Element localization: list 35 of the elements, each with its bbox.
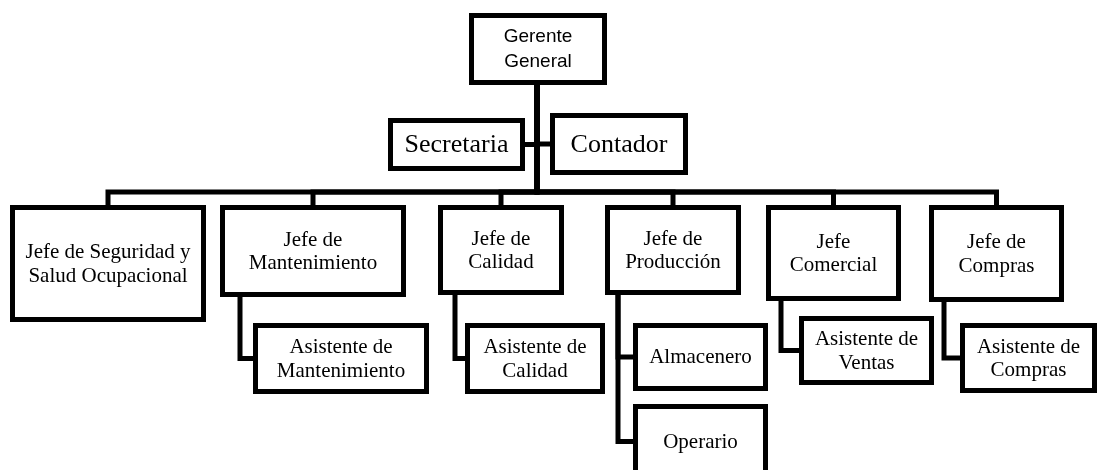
- connector-line: [452, 295, 465, 361]
- position-title: Asistente de Calidad: [482, 335, 588, 382]
- position-box: [465, 323, 605, 394]
- position-box: [960, 323, 1097, 393]
- position-title: Secretaria: [403, 130, 510, 159]
- position-box: [469, 13, 607, 85]
- position-title: Operario: [662, 429, 739, 454]
- position-title: Jefe de Calidad: [467, 226, 535, 274]
- position-title: Asistente de Ventas: [813, 327, 920, 374]
- position-title: Jefe de Compras: [957, 230, 1036, 277]
- connector-line: [615, 295, 633, 444]
- position-box: [605, 205, 741, 295]
- position-box: [633, 323, 768, 391]
- position-box: [766, 205, 901, 301]
- position-title: Almacenero: [648, 345, 753, 369]
- position-title: Jefe de Mantenimiento: [247, 227, 379, 275]
- position-box: [253, 323, 429, 394]
- position-title: Jefe de Producción: [624, 226, 722, 274]
- position-box: [633, 404, 768, 470]
- position-title: Contador: [569, 129, 669, 159]
- position-box: [799, 316, 934, 385]
- position-title: Gerente General: [502, 24, 574, 73]
- position-title: Asistente de Mantenimiento: [275, 335, 407, 382]
- position-box: [220, 205, 406, 297]
- connector-line: [941, 302, 960, 361]
- position-title: Asistente de Compras: [975, 334, 1082, 382]
- position-box: [550, 113, 688, 175]
- connector-line: [778, 301, 799, 353]
- position-box: [438, 205, 564, 295]
- connector-line: [237, 297, 253, 361]
- position-box: [10, 205, 206, 322]
- position-title: Jefe de Seguridad y Salud Ocupacional: [24, 240, 192, 287]
- position-title: Jefe Comercial: [788, 229, 879, 277]
- position-box: [929, 205, 1064, 302]
- position-box: [388, 118, 525, 171]
